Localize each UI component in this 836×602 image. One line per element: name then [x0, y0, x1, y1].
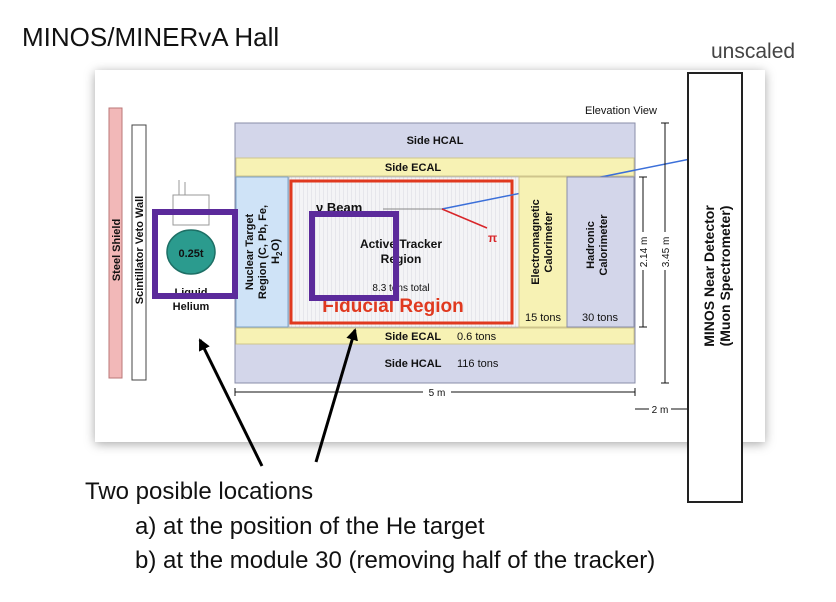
- veto-wall: [131, 124, 147, 381]
- dim-gap-label: 2 m: [652, 405, 669, 416]
- detector-elevation-figure: Elevation View Steel Shield Scintillator…: [95, 70, 765, 442]
- pion-label: π: [488, 231, 497, 245]
- tracker-mass: 8.3 tons total: [372, 283, 429, 294]
- ecal-mass: 15 tons: [525, 312, 562, 324]
- side-ecal-bottom-label: Side ECAL: [385, 331, 442, 343]
- side-ecal-top: [235, 157, 635, 177]
- ecal-column: [518, 176, 568, 328]
- tracker-label-line2: Region: [381, 252, 422, 266]
- veto-wall-label: Scintillator Veto Wall: [134, 196, 146, 304]
- unscaled-note: unscaled: [711, 40, 796, 63]
- steel-shield-label: Steel Shield: [111, 219, 123, 281]
- helium-label-line1: Liquid: [175, 287, 208, 299]
- slide-title: MINOS/MINERvA Hall: [22, 22, 280, 52]
- helium-frame: [172, 194, 210, 226]
- side-ecal-top-label: Side ECAL: [385, 162, 442, 174]
- side-ecal-mass: 0.6 tons: [457, 331, 497, 343]
- pion-track: [441, 208, 488, 229]
- side-hcal-top-label: Side HCAL: [407, 135, 464, 147]
- fiducial-border: [289, 179, 514, 325]
- near-detector-label-line2: (Muon Spectrometer): [717, 205, 733, 347]
- caption-item-a: a) at the position of the He target: [135, 513, 485, 540]
- minos-near-detector: MINOS Near Detector (Muon Spectrometer): [687, 72, 743, 503]
- nuclear-target-line1: Nuclear Target: [244, 214, 256, 291]
- svg-text:H: H: [270, 256, 282, 264]
- caption-item-b: b) at the module 30 (removing half of th…: [135, 547, 656, 574]
- caption-heading: Two posible locations: [85, 478, 314, 505]
- dim-inner-label: 2.14 m: [639, 237, 650, 268]
- helium-label-line2: Helium: [173, 301, 210, 313]
- side-hcal-bottom-label: Side HCAL: [385, 358, 442, 370]
- ecal-label-line2: Calorimeter: [543, 211, 555, 273]
- hcal-label-line2: Calorimeter: [598, 214, 610, 276]
- ecal-label-line1: Electromagnetic: [530, 199, 542, 285]
- nuclear-target-line2: Region (C, Pb, Fe,: [257, 205, 269, 299]
- svg-text:2: 2: [275, 251, 284, 256]
- dim-length-label: 5 m: [429, 388, 446, 399]
- hcal-mass: 30 tons: [582, 312, 619, 324]
- beam-label: ν Beam: [316, 200, 362, 215]
- near-detector-label-line1: MINOS Near Detector: [701, 205, 717, 347]
- nuclear-target-line3: H 2 O): [270, 238, 284, 264]
- helium-mass: 0.25t: [178, 248, 203, 260]
- side-hcal-mass: 116 tons: [457, 358, 499, 370]
- dim-outer-label: 3.45 m: [661, 237, 672, 268]
- steel-shield: [108, 107, 123, 379]
- elevation-view-label: Elevation View: [585, 105, 657, 117]
- fiducial-label: Fiducial Region: [322, 296, 463, 317]
- svg-text:O): O): [270, 238, 282, 251]
- side-hcal-top: [236, 124, 634, 156]
- hcal-column: [566, 176, 635, 328]
- detector-diagram: Elevation View Steel Shield Scintillator…: [108, 105, 736, 416]
- hcal-label-line1: Hadronic: [585, 221, 597, 269]
- near-detector-label: MINOS Near Detector (Muon Spectrometer): [701, 88, 733, 464]
- tracker-label-line1: Active Tracker: [360, 237, 442, 251]
